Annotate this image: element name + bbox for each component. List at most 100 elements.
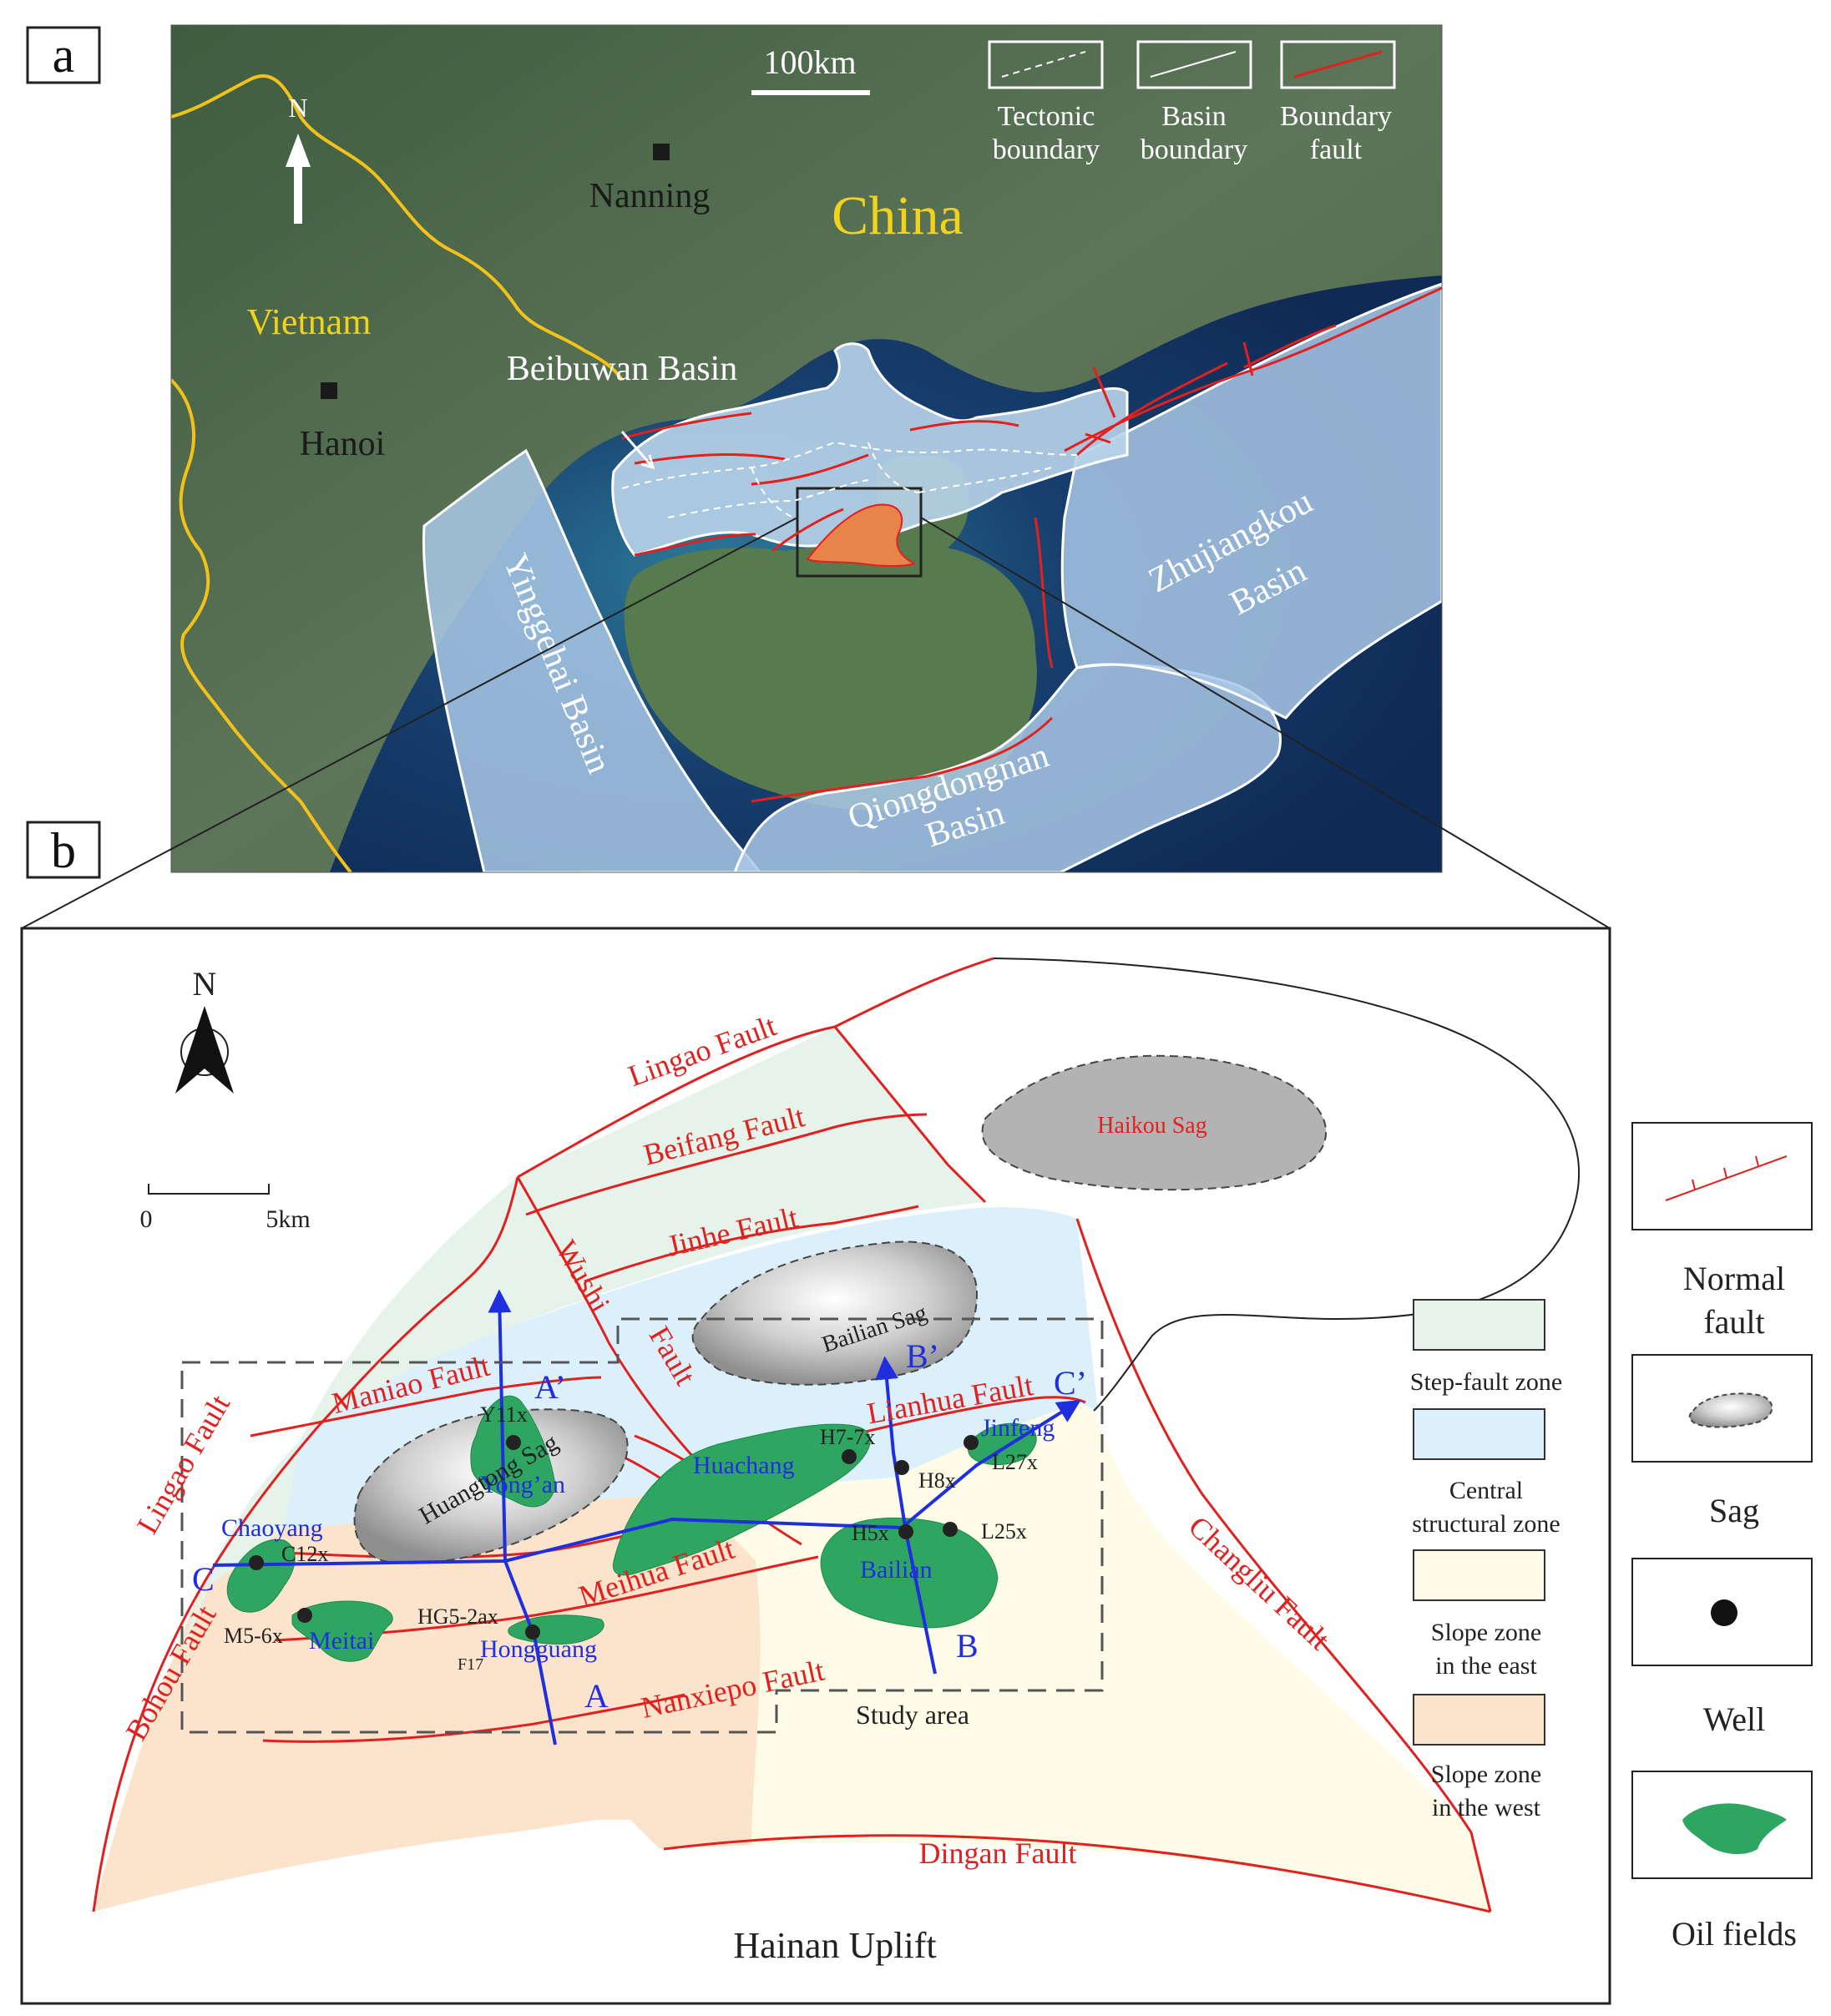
leizhou-fault [1034, 517, 1054, 669]
label-china: China [832, 185, 964, 246]
label-well-h5x: H5x [852, 1521, 889, 1545]
label-beibuwan-basin: Beibuwan Basin [507, 350, 737, 388]
legend-zone-west-line1: Slope zone [1431, 1761, 1541, 1788]
section-c-line [212, 1400, 1081, 1567]
scale-label-a: 100km [763, 43, 856, 81]
zhujiangkou-fault [1064, 286, 1442, 452]
oilfield-chaoyang-shape [226, 1539, 296, 1613]
oilfield-yongan-shape [470, 1395, 556, 1508]
label-section-b2: B’ [906, 1337, 939, 1375]
section-a-line [488, 1289, 557, 1746]
basin-outline-west [92, 1176, 519, 1912]
legend-sag: Sag [1709, 1492, 1759, 1529]
basin-fault-south [634, 508, 844, 557]
well-h77x-marker [842, 1449, 857, 1464]
label-vietnam: Vietnam [247, 301, 372, 342]
label-oilfield-huachang: Huachang [693, 1452, 795, 1479]
study-area-outline [180, 1317, 1104, 1734]
label-section-b: B [956, 1627, 979, 1665]
legend-tectonic-line1: Tectonic [998, 101, 1095, 132]
legend-zone-central-line1: Central [1449, 1477, 1523, 1504]
label-oilfield-jinfeng: Jinfeng [981, 1414, 1055, 1442]
scale-zero: 0 [140, 1205, 153, 1233]
sag-symbol [1688, 1392, 1773, 1428]
legend-zone-east-line1: Slope zone [1431, 1619, 1541, 1646]
basin-fault-north [621, 412, 752, 440]
panel-b: b [20, 821, 1611, 2005]
wells [249, 1435, 979, 1640]
tectonic-boundary-lines [621, 441, 1078, 518]
legend-zone-central-line2: structural zone [1412, 1510, 1560, 1538]
legend-fault-line1-b: Normal [1683, 1260, 1785, 1297]
panel-a: a N 100km Tectonic boundary Basin bounda… [26, 24, 1443, 873]
label-section-a: A [584, 1677, 609, 1715]
zone-step-fault [301, 1027, 985, 1440]
well-l25x-marker [943, 1522, 958, 1537]
vietnam-laos-border [171, 378, 352, 872]
fault-beifang [525, 1113, 928, 1216]
legend-a: Tectonic boundary Basin boundary Boundar… [988, 40, 1396, 165]
label-well-l25x: L25x [981, 1519, 1027, 1544]
label-study-area: Study area [856, 1700, 969, 1730]
label-section-c2: C’ [1054, 1364, 1087, 1402]
label-sag-haikou: Haikou Sag [1097, 1113, 1206, 1139]
zoom-connector-right [920, 517, 1611, 929]
label-oilfield-bailian: Bailian [860, 1556, 933, 1584]
haikou-outline [993, 957, 1581, 1412]
nanning-marker [653, 144, 670, 160]
label-nanning: Nanning [589, 177, 711, 215]
legend-oil: Oil fields [1672, 1915, 1797, 1953]
label-oilfield-hongguang: Hongguang [480, 1635, 597, 1663]
label-well-c12x: C12x [281, 1542, 328, 1566]
qiongdongnan-fault [751, 716, 1054, 803]
hanoi-marker [321, 382, 337, 399]
yinggehai-basin [422, 448, 761, 872]
panel-b-label-box: b [26, 821, 101, 879]
oilfield-bailian-shape [820, 1517, 999, 1629]
fault-lingao-top [517, 957, 994, 1179]
oilfield-jinfeng-shape [967, 1422, 1037, 1465]
north-arrow-b: N [175, 965, 234, 1094]
label-oilfield-meitai: Meitai [309, 1627, 374, 1655]
scale-bar-a: 100km [751, 43, 870, 95]
fault-lianhua [847, 1396, 1086, 1437]
label-hanoi: Hanoi [300, 425, 386, 463]
legend-basin-line1: Basin [1161, 101, 1226, 132]
label-well-h77x: H7-7x [820, 1425, 875, 1449]
study-area-shape [806, 503, 917, 568]
legend-fault-line2: fault [1310, 134, 1363, 165]
label-well-y11x: Y11x [480, 1402, 528, 1427]
north-arrow-icon [286, 134, 311, 224]
label-hainan-uplift: Hainan Uplift [733, 1925, 936, 1966]
legend-zone-east-line2: in the east [1435, 1652, 1537, 1680]
label-well-f17: F17 [458, 1655, 483, 1674]
hainan-island [624, 541, 1037, 811]
oilfield-huachang-shape [612, 1423, 871, 1576]
label-well-m56x: M5-6x [224, 1624, 283, 1648]
compass-icon [175, 1006, 234, 1094]
oilfield-symbol [1682, 1803, 1787, 1855]
section-lines [212, 1289, 1081, 1746]
legend-basin-line2: boundary [1141, 134, 1247, 165]
scale-bar-b: 0 5km [140, 1184, 311, 1233]
north-arrow-a: N [286, 93, 311, 224]
zone-step-fault-west [180, 1440, 301, 1670]
symbol-legend: Normal fault Sag Well Oil fields [1631, 1122, 1813, 1953]
well-c12x-marker [249, 1555, 264, 1570]
fault-maniao [250, 1376, 602, 1437]
oilfield-meitai-shape [291, 1600, 393, 1662]
zoom-connector-left [21, 517, 798, 929]
well-y11x-marker [506, 1435, 521, 1450]
zone-legend: Step-fault zone Central structural zone … [1410, 1299, 1562, 1821]
legend-fault-line1: Boundary [1280, 101, 1392, 132]
panel-b-label: b [51, 823, 76, 878]
sag-bailian [691, 1240, 979, 1386]
panel-a-frame [170, 24, 1443, 873]
north-label-b: N [193, 965, 217, 1003]
well-hg52ax-marker [525, 1624, 540, 1640]
well-symbol [1711, 1599, 1737, 1626]
well-h5x-marker [898, 1524, 913, 1539]
legend-well: Well [1703, 1700, 1766, 1738]
label-oilfield-yongan: Yong’an [480, 1471, 565, 1498]
